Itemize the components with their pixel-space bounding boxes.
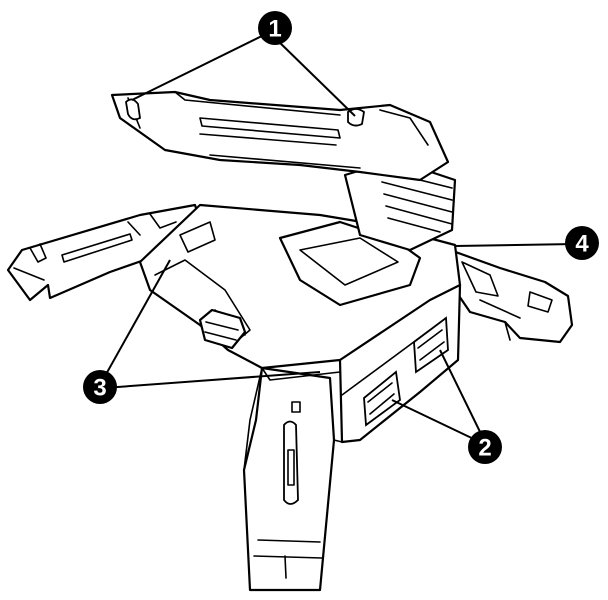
- leader-3a: [99, 259, 171, 386]
- front-leg: [242, 366, 336, 592]
- leader-lines: [99, 31, 576, 443]
- cable-arm: [110, 90, 450, 182]
- callout-4: 4: [565, 226, 599, 260]
- leader-4: [454, 243, 576, 247]
- cable-slot-rear: [125, 98, 141, 121]
- leader-1a: [131, 31, 271, 101]
- usb-side-panel: [333, 283, 462, 444]
- callout-4-label: 4: [575, 231, 589, 258]
- callout-2: 2: [468, 430, 502, 464]
- callout-3: 3: [83, 370, 117, 404]
- cable-grip-teeth: [198, 308, 247, 350]
- right-leg: [448, 248, 574, 344]
- leader-2a: [391, 399, 481, 443]
- left-leg: [6, 203, 202, 302]
- callout-2-label: 2: [478, 435, 491, 462]
- leader-1b: [274, 37, 356, 117]
- leader-3b: [103, 371, 321, 389]
- callout-3-label: 3: [93, 375, 106, 402]
- leader-2b: [439, 349, 485, 441]
- callout-1: 1: [258, 11, 292, 45]
- callout-1-label: 1: [268, 16, 281, 43]
